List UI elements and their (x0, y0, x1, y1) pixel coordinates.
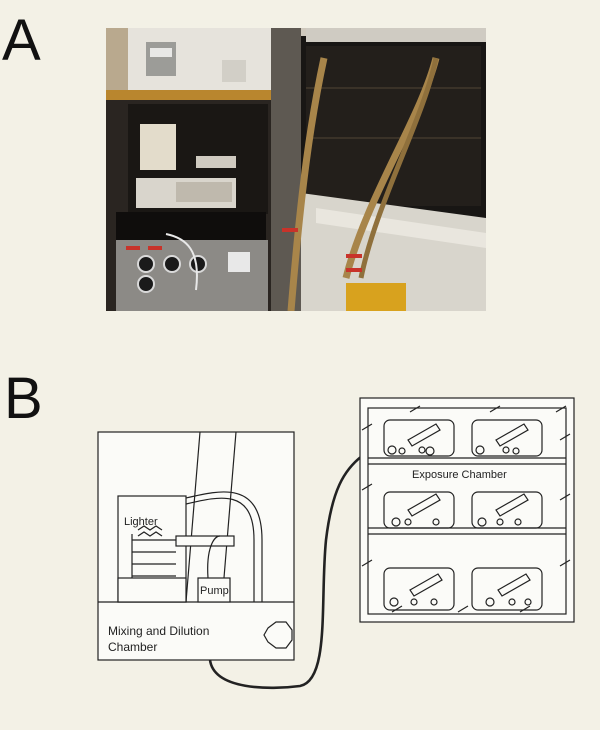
exposure-chamber-label: Exposure Chamber (412, 469, 507, 481)
mixing-chamber-label-line2: Chamber (108, 640, 157, 654)
port-icon (137, 255, 155, 273)
fan-icon (263, 621, 293, 649)
hose-left (287, 57, 328, 311)
control-box-icon (222, 60, 246, 82)
connecting-tube (208, 454, 363, 690)
gas-meter-icon (146, 42, 176, 76)
outlet-icon (228, 252, 250, 272)
cage (383, 419, 455, 457)
pump-label: Pump (200, 585, 229, 597)
panel-label-b: B (4, 366, 43, 431)
pump-box (197, 577, 231, 603)
apparatus-photo (106, 28, 486, 311)
exposure-chamber-box (359, 397, 575, 623)
mouse-icon (387, 445, 532, 607)
smoke-tube (185, 431, 201, 603)
mixing-chamber-label-line1: Mixing and Dilution (108, 624, 209, 638)
lighter-label: Lighter (124, 516, 158, 528)
panel-label-a: A (2, 8, 41, 73)
warning-label (346, 283, 406, 311)
spring-icon (137, 525, 163, 537)
